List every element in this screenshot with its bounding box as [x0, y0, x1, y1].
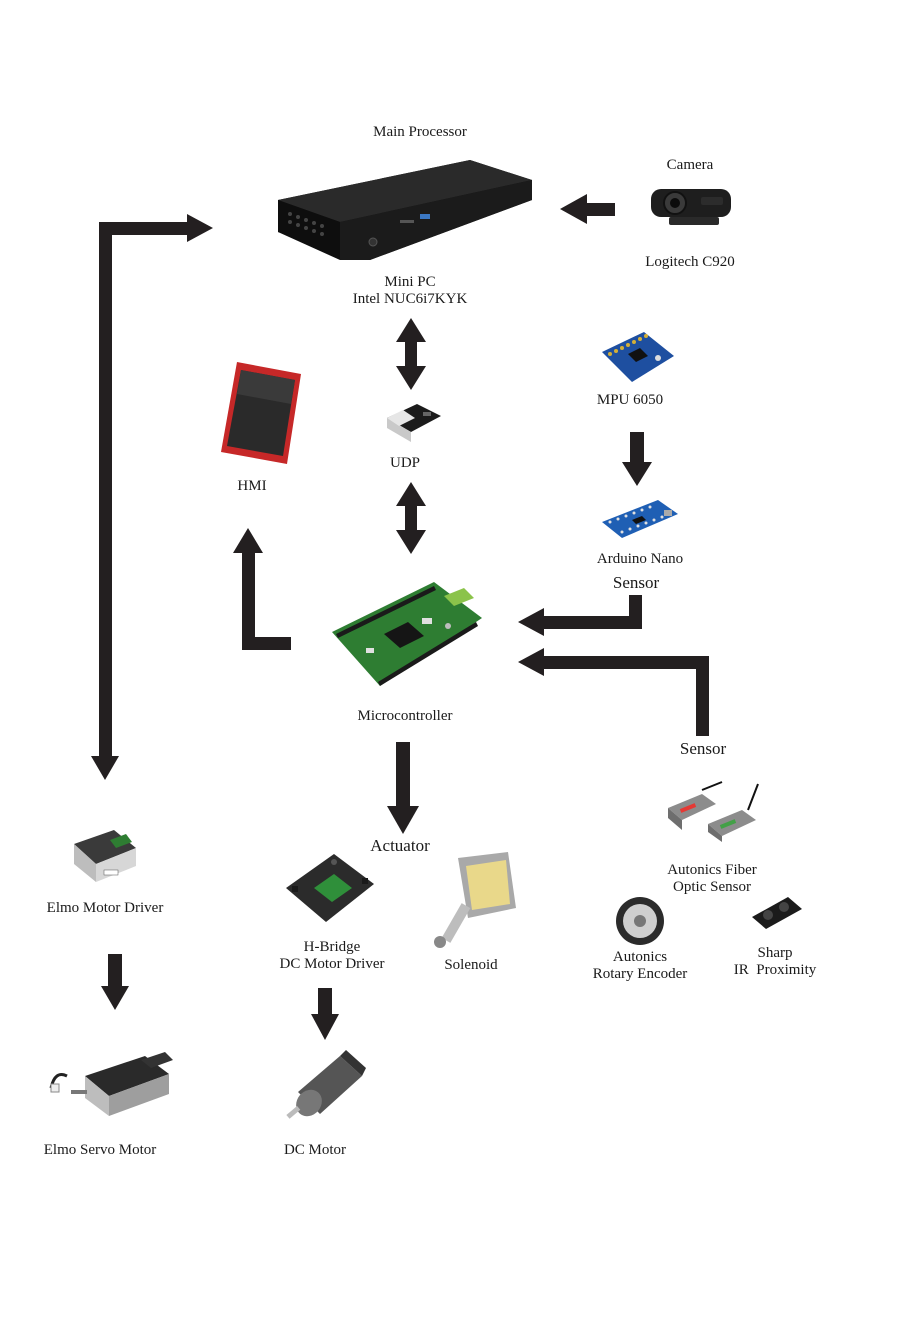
sensor-group-label: Sensor [679, 739, 727, 758]
rotary-encoder-label: Autonics Rotary Encoder [575, 949, 705, 983]
fiber-optic-sensor-image [668, 781, 759, 842]
ir-sensor-label: Sharp IR Proximity [720, 945, 830, 979]
hbridge-board-image [286, 854, 374, 922]
mini-pc-label: Mini PC Intel NUC6i7KYK [325, 274, 495, 308]
ir-sensor-line2: IR Proximity [733, 962, 817, 978]
hmi-label: HMI [237, 478, 267, 494]
arrow-microcontroller-to-actuator [387, 742, 419, 834]
arrow-sensors-to-microcontroller [518, 648, 709, 736]
fiber-sensor-label: Autonics Fiber Optic Sensor [642, 862, 782, 896]
mini-pc-line2: Intel NUC6i7KYK [352, 291, 468, 307]
arrow-udp-microcontroller [396, 482, 426, 554]
udp-module-image [387, 404, 441, 442]
arrow-processor-to-elmo-driver [91, 214, 213, 780]
solenoid-image [434, 852, 516, 948]
hmi-display-image [221, 362, 301, 464]
dc-motor-label: DC Motor [283, 1142, 347, 1158]
udp-label: UDP [389, 455, 420, 471]
mpu6050-image [602, 332, 674, 382]
ir-proximity-sensor-image [752, 897, 802, 929]
elmo-driver-image [74, 830, 136, 882]
dc-motor-image [286, 1050, 366, 1119]
rotary-encoder-line1: Autonics [612, 949, 668, 965]
rotary-encoder-image [616, 897, 664, 945]
microcontroller-label: Microcontroller [357, 708, 453, 724]
elmo-driver-label: Elmo Motor Driver [46, 900, 164, 916]
ir-sensor-line1: Sharp [757, 945, 793, 961]
arrow-driver-to-servo [101, 954, 129, 1010]
solenoid-label: Solenoid [444, 957, 498, 973]
arrow-mpu-to-arduino [622, 432, 652, 486]
mpu-label: MPU 6050 [596, 392, 664, 408]
fiber-sensor-line2: Optic Sensor [673, 879, 751, 895]
actuator-label: Actuator [370, 836, 430, 855]
arduino-sensor-label: Sensor [612, 573, 660, 592]
arduino-nano-image [602, 500, 678, 538]
main-processor-title: Main Processor [373, 124, 467, 140]
fiber-sensor-line1: Autonics Fiber [667, 862, 757, 878]
arduino-label: Arduino Nano [596, 551, 684, 567]
arrow-hbridge-to-dcmotor [311, 988, 339, 1040]
hbridge-label: H-Bridge DC Motor Driver [262, 939, 402, 973]
elmo-servo-image [49, 1052, 173, 1116]
arrow-microcontroller-to-hmi [233, 528, 291, 650]
elmo-servo-label: Elmo Servo Motor [43, 1142, 157, 1158]
webcam-image [651, 189, 731, 225]
camera-title: Camera [666, 157, 714, 173]
rotary-encoder-line2: Rotary Encoder [592, 966, 688, 982]
microcontroller-board-image [332, 582, 482, 686]
hbridge-line2: DC Motor Driver [279, 956, 385, 972]
mini-pc-line1: Mini PC [384, 274, 436, 290]
mini-pc-image [278, 160, 532, 260]
camera-model: Logitech C920 [645, 254, 735, 270]
arrow-arduino-to-microcontroller [518, 595, 642, 636]
arrow-processor-udp [396, 318, 426, 390]
arrow-camera-to-processor [560, 194, 615, 224]
hbridge-line1: H-Bridge [303, 939, 361, 955]
